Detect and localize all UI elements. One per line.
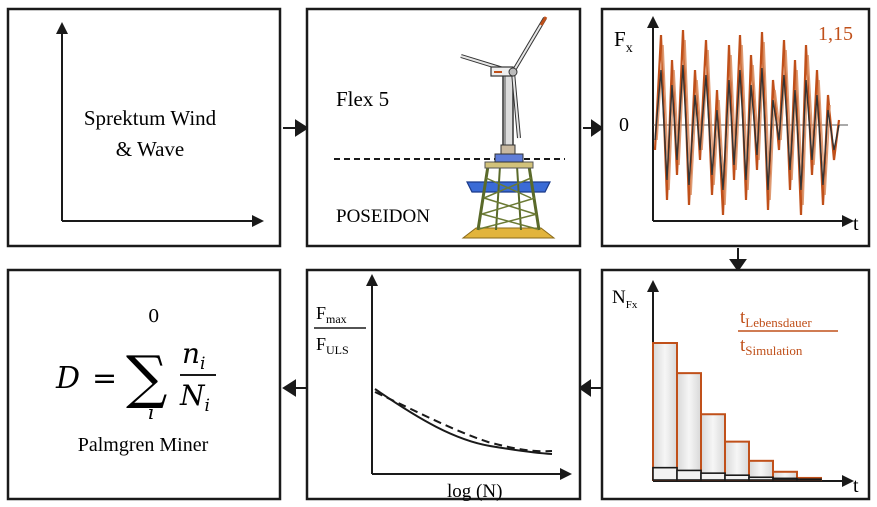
sum-upper-limit: 0: [148, 306, 159, 327]
sum-icon: ∑: [126, 343, 167, 411]
histogram-base-bar: [772, 477, 798, 481]
flow-arrow-left: [578, 379, 602, 397]
flow-arrow-down: [729, 248, 747, 272]
spectrum-box: Sprektum Wind & Wave: [6, 7, 282, 248]
histogram-base-bar: [652, 466, 678, 481]
flow-arrow-left: [282, 379, 307, 397]
damage-symbol: D: [55, 361, 80, 396]
histogram-bars: [652, 342, 822, 482]
histogram-base-bar: [748, 476, 774, 481]
miner-box: D = 0 ∑ i ni Ni Palmgren Miner: [6, 268, 282, 501]
histogram-base-bar: [796, 478, 822, 481]
flow-arrow-right: [283, 119, 309, 137]
time-axis-label: t: [853, 213, 859, 235]
sn-curve-solid: [374, 388, 553, 455]
force-ratio-numerator: Fmax: [316, 303, 347, 326]
histogram-base-bar: [700, 472, 726, 481]
histogram-box: NFx t tLebensdauer tSimulation: [600, 268, 871, 501]
duration-ratio: tLebensdauer tSimulation: [738, 307, 838, 358]
count-axis-label: NFx: [612, 287, 638, 311]
fraction-numerator: ni: [182, 337, 205, 374]
force-ratio-denominator: FULS: [316, 334, 349, 357]
sum-lower-limit: i: [148, 400, 154, 424]
poseidon-label: POSEIDON: [336, 206, 430, 227]
original-load-series: [654, 64, 840, 191]
log-n-label: log (N): [447, 481, 502, 502]
histogram-base-bar: [724, 474, 750, 481]
ratio-denominator: tSimulation: [740, 335, 803, 358]
jacket-foundation-icon: [461, 153, 556, 239]
fraction-denominator: Ni: [179, 379, 210, 416]
ratio-numerator: tLebensdauer: [740, 307, 812, 330]
equals-sign: =: [92, 361, 117, 396]
time-axis-label: t: [853, 475, 859, 497]
sn-curve-dashed: [374, 391, 553, 453]
wind-turbine-icon: [460, 16, 548, 166]
miner-formula: D = 0 ∑ i ni Ni: [55, 306, 216, 424]
spectrum-label-line1: Sprektum Wind: [84, 106, 217, 130]
histogram-bar: [724, 440, 750, 482]
scale-factor-label: 1,15: [818, 23, 853, 45]
flow-arrow-right: [583, 119, 604, 137]
histogram-base-bar: [676, 469, 702, 481]
spectrum-label-line2: & Wave: [116, 137, 185, 161]
sn-curve-box: Fmax FULS log (N): [305, 268, 582, 502]
simulation-box: Flex 5 POSEIDON: [305, 7, 582, 248]
histogram-bar: [676, 372, 702, 482]
zero-label: 0: [619, 114, 629, 136]
flex5-label: Flex 5: [336, 87, 389, 111]
histogram-bar: [700, 413, 726, 481]
force-axis-label: Fx: [614, 27, 633, 56]
time-series-box: Fx 0 t 1,15: [600, 7, 871, 248]
histogram-bar: [652, 342, 678, 481]
miner-caption: Palmgren Miner: [78, 434, 209, 456]
